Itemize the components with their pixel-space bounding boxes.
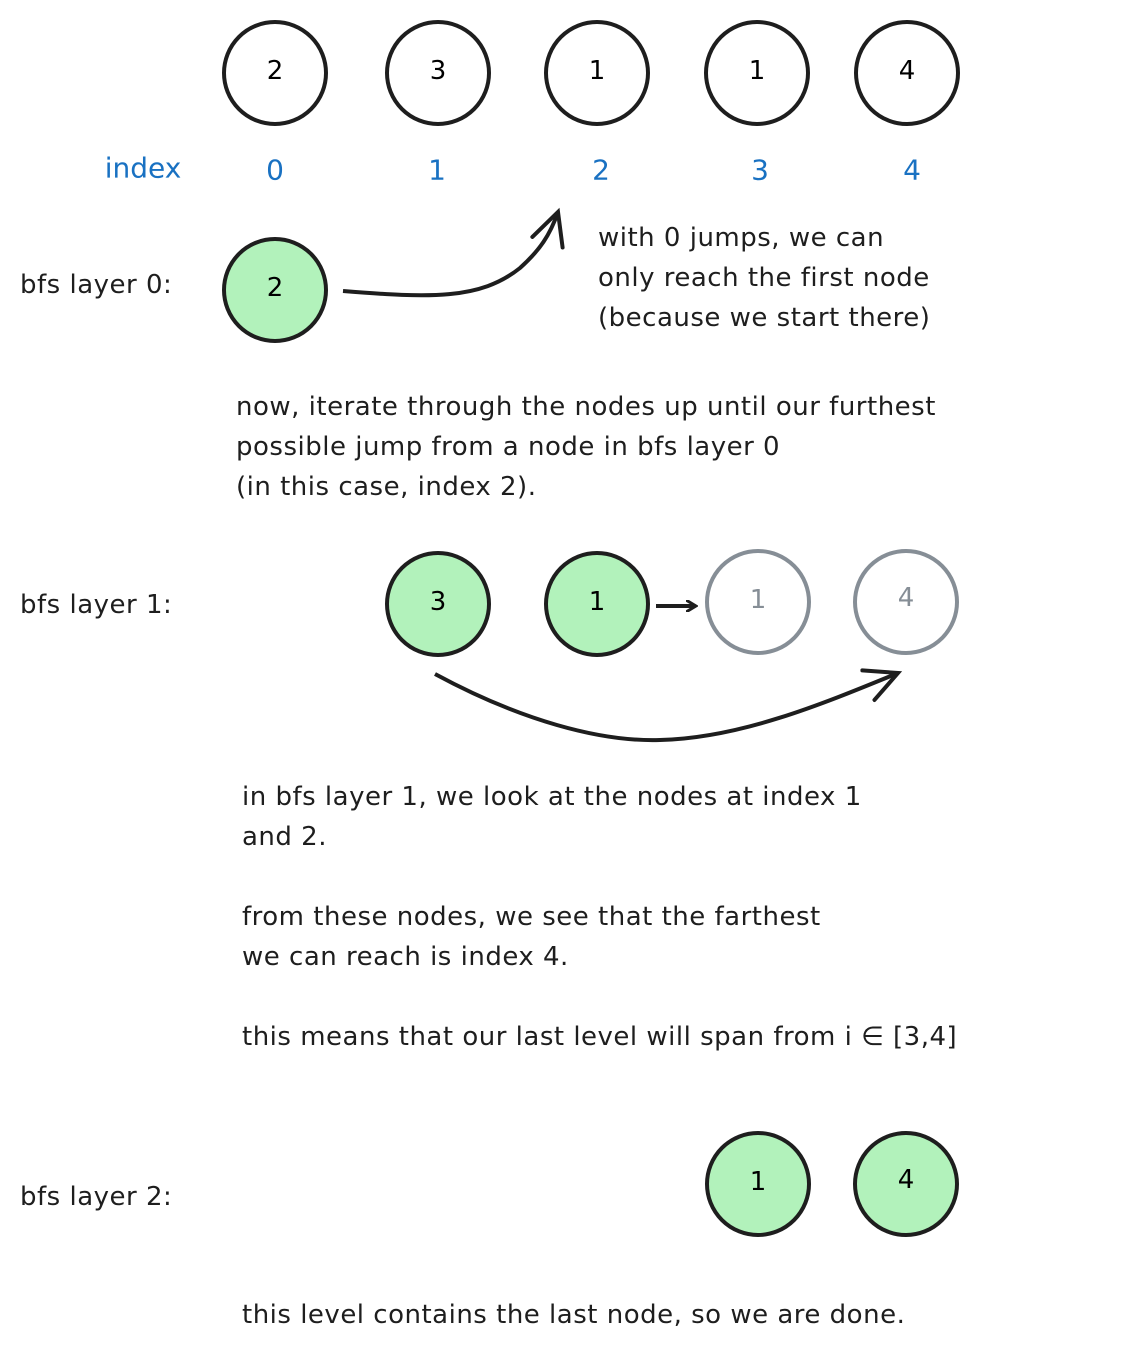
explanation-1: now, iterate through the nodes up until … bbox=[236, 387, 936, 507]
node-value: 1 bbox=[750, 585, 767, 615]
text-line: in bfs layer 1, we look at the nodes at … bbox=[242, 782, 862, 812]
layer0-node-0: 2 bbox=[222, 237, 328, 343]
text-line: and 2. bbox=[242, 822, 327, 852]
index-1: 1 bbox=[428, 154, 446, 187]
array-node-2: 1 bbox=[544, 20, 650, 126]
index-0: 0 bbox=[266, 154, 284, 187]
index-label: index bbox=[105, 152, 182, 185]
node-value: 1 bbox=[750, 1167, 767, 1197]
note-line: with 0 jumps, we can bbox=[598, 223, 885, 253]
node-value: 1 bbox=[749, 56, 766, 86]
layer1-pending-node-1: 4 bbox=[853, 549, 959, 655]
array-node-1: 3 bbox=[385, 20, 491, 126]
layer2-node-0: 1 bbox=[705, 1131, 811, 1237]
layer0-label: bfs layer 0: bbox=[20, 270, 173, 300]
layer2-node-1: 4 bbox=[853, 1131, 959, 1237]
jump-arrow-layer0 bbox=[342, 207, 565, 298]
node-value: 3 bbox=[430, 587, 447, 617]
note-line: (because we start there) bbox=[598, 303, 931, 333]
index-3: 3 bbox=[751, 154, 769, 187]
node-value: 2 bbox=[267, 56, 284, 86]
explanation-2-p1: in bfs layer 1, we look at the nodes at … bbox=[242, 777, 862, 857]
layer0-note: with 0 jumps, we can only reach the first… bbox=[598, 218, 930, 338]
explanation-2-p3: this means that our last level will span… bbox=[242, 1022, 958, 1052]
node-value: 4 bbox=[898, 583, 915, 613]
text-line: we can reach is index 4. bbox=[242, 942, 569, 972]
node-value: 1 bbox=[589, 587, 606, 617]
index-4: 4 bbox=[903, 154, 921, 187]
long-jump-arrow bbox=[434, 668, 903, 743]
conclusion: this level contains the last node, so we… bbox=[242, 1300, 906, 1330]
node-value: 4 bbox=[898, 1165, 915, 1195]
text-line: now, iterate through the nodes up until … bbox=[236, 392, 936, 422]
layer1-label: bfs layer 1: bbox=[20, 590, 173, 620]
array-node-3: 1 bbox=[704, 20, 810, 126]
layer2-label: bfs layer 2: bbox=[20, 1182, 173, 1212]
node-value: 2 bbox=[267, 273, 284, 303]
text-line: from these nodes, we see that the farthe… bbox=[242, 902, 821, 932]
note-line: only reach the first node bbox=[598, 263, 930, 293]
layer1-pending-node-0: 1 bbox=[705, 549, 811, 655]
layer1-node-0: 3 bbox=[385, 551, 491, 657]
array-node-4: 4 bbox=[854, 20, 960, 126]
layer1-node-1: 1 bbox=[544, 551, 650, 657]
node-value: 4 bbox=[899, 56, 916, 86]
index-2: 2 bbox=[592, 154, 610, 187]
node-value: 1 bbox=[589, 56, 606, 86]
node-value: 3 bbox=[430, 56, 447, 86]
text-line: (in this case, index 2). bbox=[236, 472, 537, 502]
text-line: possible jump from a node in bfs layer 0 bbox=[236, 432, 781, 462]
array-node-0: 2 bbox=[222, 20, 328, 126]
explanation-2-p2: from these nodes, we see that the farthe… bbox=[242, 897, 821, 977]
